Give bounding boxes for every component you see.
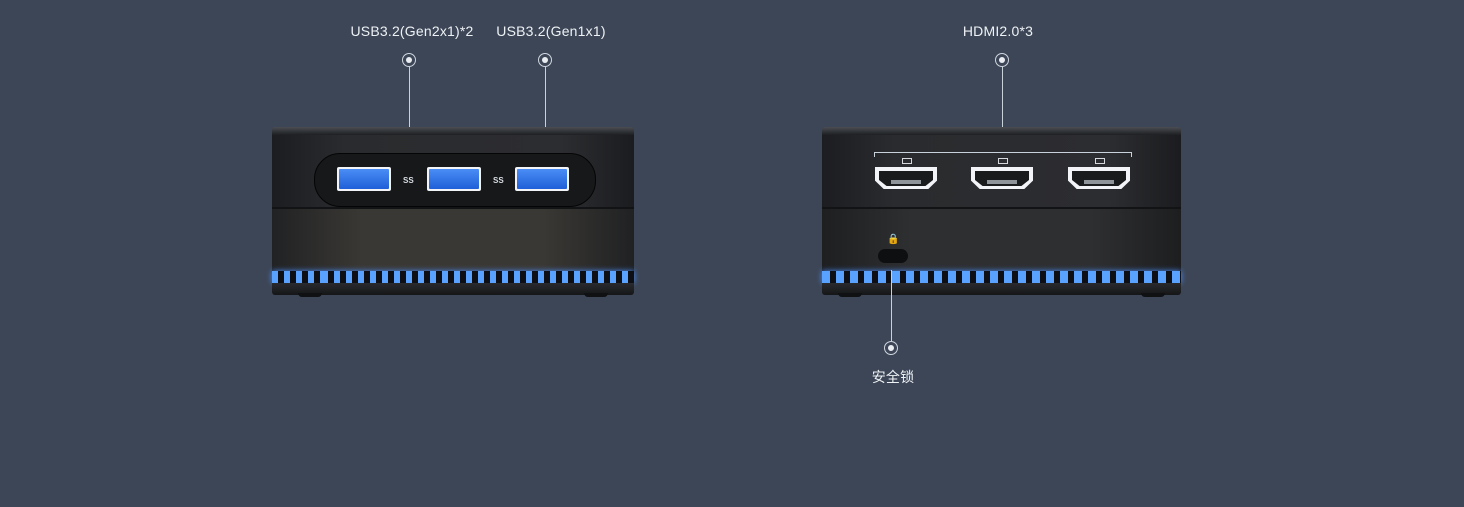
blue-light-vent (822, 271, 1181, 283)
device-foot-right (1141, 293, 1165, 297)
hdmi-marker (995, 53, 1009, 67)
mini-pc-rear-hdmi: 🔒 (822, 127, 1181, 297)
hdmi-port-2 (971, 167, 1033, 189)
hdmi-port-3 (1068, 167, 1130, 189)
device-foot-left (838, 293, 862, 297)
usb-gen1-marker (538, 53, 552, 67)
device-base (272, 283, 634, 295)
mini-pc-front-usb: SS SS (272, 127, 634, 297)
lock-icon: 🔒 (887, 234, 900, 245)
security-lock-marker (884, 341, 898, 355)
usb-gen2-port-2 (427, 167, 481, 191)
usb-gen1-port (515, 167, 569, 191)
device-lid (272, 127, 634, 135)
device-base (822, 283, 1181, 295)
usb-port-panel: SS SS (314, 153, 596, 207)
usb-gen1-leader-line (545, 67, 546, 159)
usb-gen2-marker (402, 53, 416, 67)
security-lock-label: 安全锁 (871, 369, 915, 385)
device-foot-right (584, 293, 608, 297)
hdmi-label: HDMI2.0*3 (962, 23, 1034, 39)
usb-gen2-label: USB3.2(Gen2x1)*2 (350, 23, 474, 39)
device-upper-shell: SS SS (272, 135, 634, 209)
blue-light-vent (272, 271, 634, 283)
hdmi-port-1 (875, 167, 937, 189)
device-lid (822, 127, 1181, 135)
security-lock-slot (878, 249, 908, 263)
device-foot-left (298, 293, 322, 297)
security-lock-leader-line (891, 270, 892, 341)
superspeed-usb-icon: SS (403, 176, 414, 185)
usb-gen2-port-1 (337, 167, 391, 191)
usb-gen2-leader-line (409, 67, 410, 151)
hdmi-logo-icon (902, 158, 912, 164)
device-upper-shell (822, 135, 1181, 209)
device-lower-shell: 🔒 (822, 209, 1181, 271)
hdmi-bracket (874, 152, 1132, 157)
usb-gen1-label: USB3.2(Gen1x1) (496, 23, 606, 39)
hdmi-logo-icon (1095, 158, 1105, 164)
hdmi-logo-icon (998, 158, 1008, 164)
device-lower-shell (272, 209, 634, 271)
hdmi-leader-line (1002, 67, 1003, 152)
superspeed-usb-icon: SS (493, 176, 504, 185)
